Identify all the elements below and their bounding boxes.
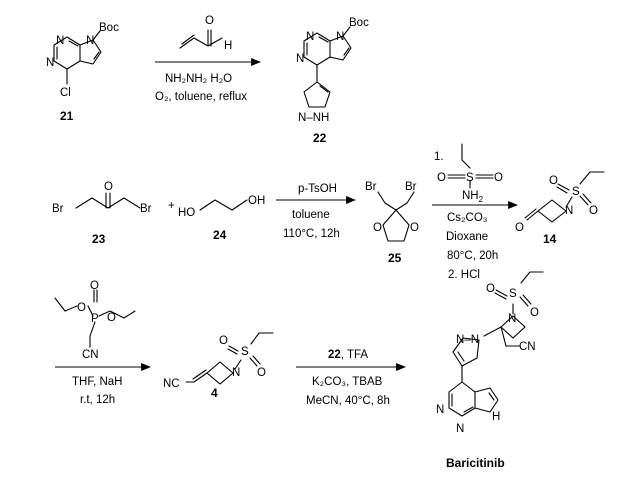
atom-o: O (205, 15, 214, 27)
pyrazole-n-nh: N–NH (298, 112, 329, 124)
compound-label-14: 14 (543, 232, 557, 246)
atom-n: N (306, 31, 314, 43)
atom-ho: HO (178, 207, 195, 219)
atom-h: H (224, 40, 232, 52)
atom-br: Br (140, 203, 152, 215)
step4-condition-1: THF, NaH (72, 376, 122, 388)
compound-14-structure: O N S O O (515, 171, 605, 234)
atom-n: N (336, 31, 344, 43)
compound-24-structure: HO OH (178, 195, 265, 219)
compound-label-baricitinib: Baricitinib (446, 456, 505, 470)
atom-o: O (549, 175, 558, 187)
atom-cl: Cl (60, 87, 71, 99)
atom-o: O (410, 222, 419, 234)
atom-n: N (456, 423, 464, 435)
compound-23-structure: Br O Br (52, 181, 152, 215)
atom-br: Br (52, 203, 64, 215)
atom-n: N (46, 57, 54, 69)
step2-reagent: p-TsOH (298, 183, 337, 195)
atom-o: O (77, 302, 86, 314)
step1-condition-1: NH₂NH₂ H₂O (165, 73, 232, 85)
atom-o: O (257, 367, 266, 379)
atom-n: N (565, 205, 573, 217)
step3-condition-1: Cs₂CO₃ (447, 212, 488, 224)
atom-s: S (509, 288, 517, 300)
atom-h: H (492, 411, 500, 423)
atom-o: O (530, 307, 539, 319)
atom-o: O (437, 172, 446, 184)
atom-cn: CN (519, 341, 536, 353)
step2-condition-2: 110°C, 12h (283, 228, 340, 240)
phosphonate-structure: O O P O CN (54, 280, 136, 361)
atom-n: N (56, 35, 64, 47)
atom-o: O (107, 312, 116, 324)
atom-boc: Boc (99, 22, 119, 34)
compound-label-24: 24 (213, 228, 227, 242)
atom-n: N (436, 404, 444, 416)
atom-br: Br (405, 181, 417, 193)
step4-condition-2: r.t, 12h (80, 394, 115, 406)
step3-condition-2: Dioxane (446, 231, 488, 243)
plus-sign-1: + (168, 200, 175, 212)
step2-condition-1: toluene (292, 209, 330, 221)
atom-p: P (91, 313, 99, 325)
atom-s: S (241, 346, 249, 358)
compound-22-structure: Boc N N N N–NH (296, 17, 369, 124)
atom-s: S (572, 186, 580, 198)
step1-condition-2: O₂, toluene, reflux (155, 91, 247, 103)
step3-condition-3: 80°C, 20h (447, 250, 498, 262)
atom-s: S (466, 172, 474, 184)
atom-cn: CN (82, 349, 99, 361)
atom-n: N (86, 35, 94, 47)
atom-boc: Boc (349, 17, 369, 29)
compound-label-22: 22 (313, 131, 327, 145)
atom-n: N (232, 367, 240, 379)
pyrazole-n-n: N–N (456, 334, 479, 346)
step3-condition-4: 2. HCl (448, 269, 480, 281)
step5-condition-1: K₂CO₃, TBAB (312, 376, 383, 388)
atom-o: O (589, 205, 598, 217)
atom-o: O (104, 181, 113, 193)
compound-label-4: 4 (211, 386, 218, 400)
atom-oh: OH (248, 195, 265, 207)
atom-o: O (373, 222, 382, 234)
step5-condition-2: MeCN, 40°C, 8h (306, 395, 390, 407)
atom-o: O (515, 222, 524, 234)
ethanesulfonamide-structure: 1. O S O NH2 (434, 143, 503, 204)
compound-21-structure: Boc N N N Cl (46, 22, 119, 99)
atom-o: O (219, 335, 228, 347)
atom-n: N (296, 53, 304, 65)
acrolein-structure: O H (179, 15, 232, 52)
atom-br: Br (365, 181, 377, 193)
atom-nh2: NH2 (462, 190, 484, 204)
compound-label-21: 21 (60, 109, 74, 123)
atom-nc: NC (163, 378, 180, 390)
baricitinib-structure: O S O N CN N–N N N H (436, 271, 544, 435)
compound-label-25: 25 (388, 251, 402, 265)
compound-25-structure: Br Br O O (365, 181, 419, 242)
atom-o: O (90, 280, 99, 292)
atom-o: O (486, 283, 495, 295)
atom-n: N (508, 313, 516, 325)
atom-o: O (494, 172, 503, 184)
step3-number-1: 1. (434, 151, 444, 163)
compound-4-structure: NC N S O O (163, 332, 274, 390)
step5-reagents: 22, TFA (328, 349, 368, 361)
compound-label-23: 23 (92, 232, 106, 246)
